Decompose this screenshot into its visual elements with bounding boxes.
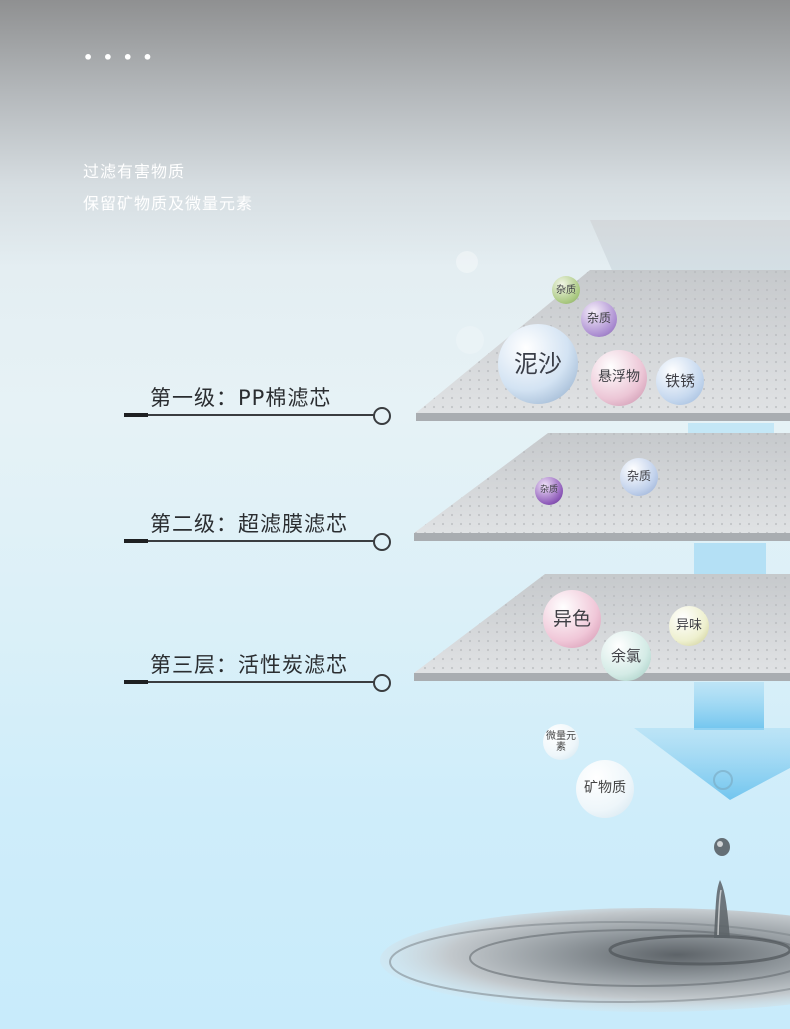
particle-sand: 泥沙 bbox=[498, 324, 578, 404]
decorative-dots: • • • • bbox=[83, 48, 155, 67]
stage-2-label: 第二级：超滤膜滤芯 bbox=[150, 512, 348, 536]
particle-residual-chlorine: 余氯 bbox=[601, 631, 651, 681]
stage-3-label: 第三层：活性炭滤芯 bbox=[150, 653, 348, 677]
particle-rust: 铁锈 bbox=[656, 357, 704, 405]
outflow-arrow bbox=[634, 682, 790, 800]
intro-line-filter: 过滤有害物质 bbox=[83, 162, 186, 181]
particle-impurity: 杂质 bbox=[581, 301, 617, 337]
floating-bubble bbox=[456, 251, 478, 273]
filter-layer-2 bbox=[414, 433, 790, 541]
output-trace-elements: 微量元素 bbox=[543, 724, 579, 760]
stage-3-leader-line bbox=[124, 680, 374, 684]
particle-impurity-layer2-small: 杂质 bbox=[535, 477, 563, 505]
stage-1-label: 第一级：PP棉滤芯 bbox=[150, 386, 332, 410]
stage-1-leader-line bbox=[124, 413, 374, 417]
stage-2-marker bbox=[373, 533, 391, 551]
stage-1-marker bbox=[373, 407, 391, 425]
filter-layer-3 bbox=[414, 574, 790, 681]
particle-discoloration: 异色 bbox=[543, 590, 601, 648]
stage-3-marker bbox=[373, 674, 391, 692]
particle-impurity-small: 杂质 bbox=[552, 276, 580, 304]
particle-impurity-layer2: 杂质 bbox=[620, 458, 658, 496]
particle-suspended-solids: 悬浮物 bbox=[591, 350, 647, 406]
intro-line-retain: 保留矿物质及微量元素 bbox=[83, 194, 254, 213]
stage-2-leader-line bbox=[124, 539, 374, 543]
water-drop bbox=[714, 838, 730, 856]
floating-bubble bbox=[456, 326, 484, 354]
water-splash bbox=[380, 880, 790, 1012]
output-minerals: 矿物质 bbox=[576, 760, 634, 818]
particle-odor: 异味 bbox=[669, 606, 709, 646]
